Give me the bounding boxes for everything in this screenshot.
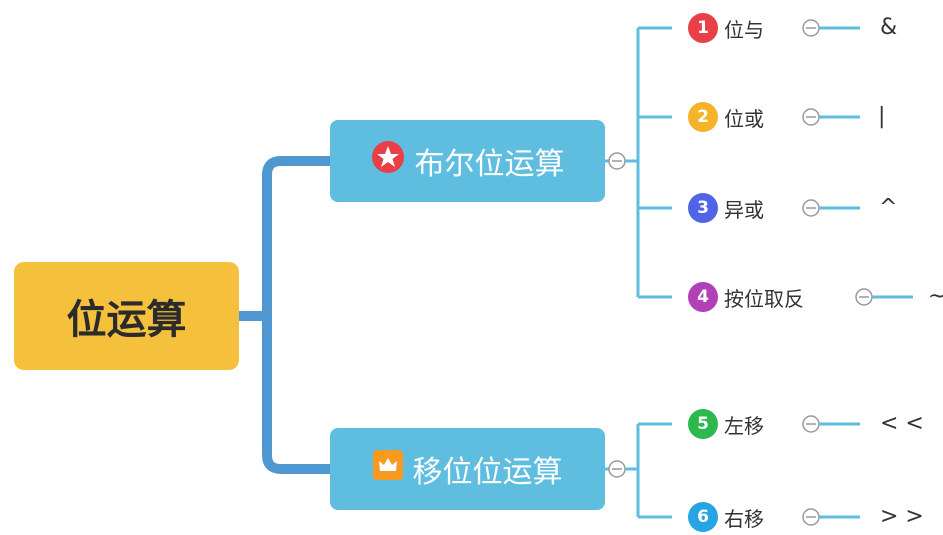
- leaf-node[interactable]: 5 左移: [688, 406, 764, 442]
- number-badge: 6: [688, 502, 718, 532]
- number-badge: 1: [688, 13, 718, 43]
- branch-node-boolean[interactable]: 布尔位运算: [330, 120, 605, 202]
- leaf-label: 异或: [724, 197, 764, 222]
- root-connector: [234, 156, 335, 474]
- star-icon: [371, 140, 405, 182]
- leaf-label: 左移: [724, 413, 764, 438]
- crown-icon: [372, 450, 403, 488]
- root-node[interactable]: 位运算: [14, 262, 239, 370]
- number-badge: 3: [688, 193, 718, 223]
- operator-value[interactable]: &: [880, 15, 898, 40]
- operator-value[interactable]: ^: [879, 195, 898, 220]
- leaf-label: 右移: [724, 506, 764, 531]
- branch2-leaf-connectors: [625, 422, 672, 519]
- leaf-node[interactable]: 2 位或: [688, 99, 764, 135]
- leaf-label: 位或: [724, 106, 764, 131]
- leaf-toggles: [802, 19, 873, 526]
- number-badge: 4: [688, 282, 718, 312]
- number-badge: 5: [688, 409, 718, 439]
- branch-label: 布尔位运算: [414, 147, 565, 182]
- operator-value[interactable]: |: [878, 104, 886, 129]
- branch-label: 移位位运算: [412, 455, 563, 490]
- leaf-label: 按位取反: [724, 286, 804, 311]
- leaf-label: 位与: [724, 17, 764, 42]
- leaf-node[interactable]: 1 位与: [688, 10, 764, 46]
- leaf-node[interactable]: 6 右移: [688, 499, 764, 535]
- number-badge: 2: [688, 102, 718, 132]
- leaf-node[interactable]: 3 异或: [688, 190, 764, 226]
- branch1-leaf-connectors: [625, 26, 672, 299]
- root-label: 位运算: [66, 297, 187, 343]
- leaf-node[interactable]: 4 按位取反: [688, 279, 804, 315]
- operator-value[interactable]: > >: [880, 504, 924, 529]
- operator-value[interactable]: < <: [880, 411, 924, 436]
- operator-value[interactable]: ~: [928, 284, 943, 309]
- branch-node-shift[interactable]: 移位位运算: [330, 428, 605, 510]
